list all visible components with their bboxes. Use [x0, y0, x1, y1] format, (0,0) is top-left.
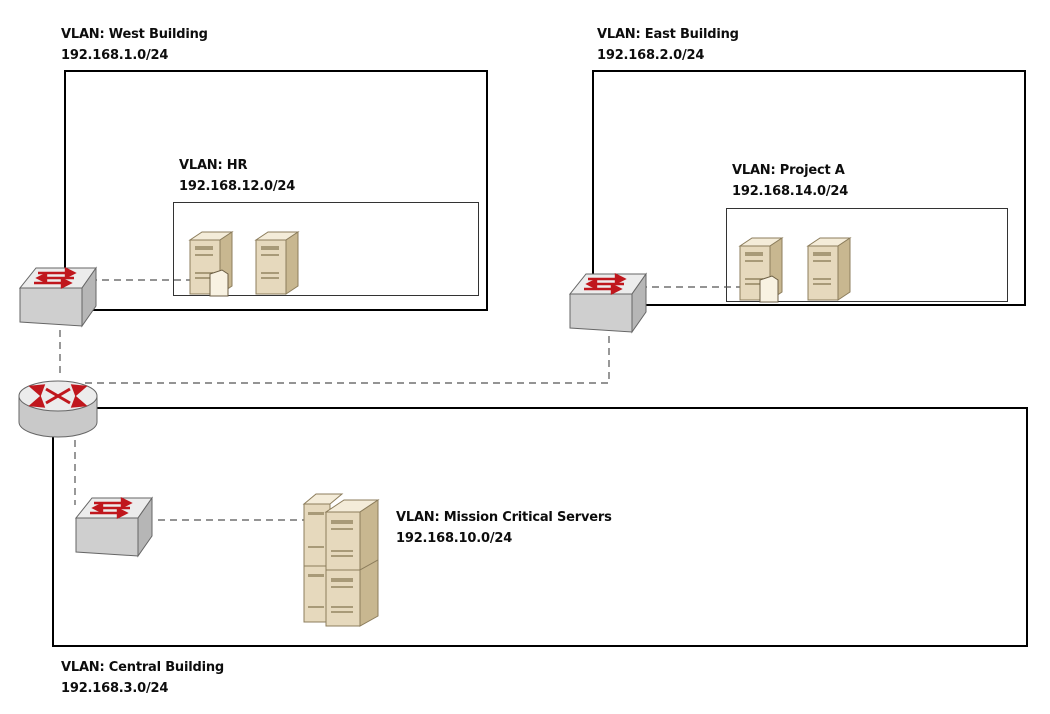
vlan-mission-critical-subnet: 192.168.10.0/24 [396, 531, 513, 546]
router-icon[interactable] [16, 374, 100, 446]
vlan-west-building-label: VLAN: West Building 192.168.1.0/24 [61, 24, 208, 66]
vlan-hr-name: VLAN: HR [179, 158, 248, 173]
vlan-hr-subnet: 192.168.12.0/24 [179, 179, 296, 194]
vlan-mission-critical-label: VLAN: Mission Critical Servers 192.168.1… [396, 507, 612, 549]
vlan-west-building-name: VLAN: West Building [61, 27, 208, 42]
vlan-hr-label: VLAN: HR 192.168.12.0/24 [179, 155, 295, 197]
project-a-server-1-icon[interactable] [736, 236, 786, 304]
vlan-project-a-subnet: 192.168.14.0/24 [732, 184, 849, 199]
vlan-east-building-label: VLAN: East Building 192.168.2.0/24 [597, 24, 739, 66]
vlan-west-building-box [64, 70, 488, 311]
hr-server-2-icon[interactable] [252, 230, 302, 298]
hr-server-1-icon[interactable] [186, 230, 236, 298]
central-switch-icon[interactable] [72, 496, 156, 562]
vlan-east-building-box [592, 70, 1026, 306]
vlan-west-building-subnet: 192.168.1.0/24 [61, 48, 169, 63]
vlan-central-building-subnet: 192.168.3.0/24 [61, 681, 169, 696]
vlan-mission-critical-name: VLAN: Mission Critical Servers [396, 510, 612, 525]
link-router-east-switch [85, 330, 610, 384]
vlan-east-building-subnet: 192.168.2.0/24 [597, 48, 705, 63]
vlan-project-a-box [726, 208, 1008, 302]
vlan-hr-box [173, 202, 479, 296]
vlan-project-a-name: VLAN: Project A [732, 163, 845, 178]
vlan-central-building-name: VLAN: Central Building [61, 660, 225, 675]
vlan-east-building-name: VLAN: East Building [597, 27, 739, 42]
mission-critical-servers-icon[interactable] [300, 490, 390, 630]
east-switch-icon[interactable] [566, 272, 650, 338]
project-a-server-2-icon[interactable] [804, 236, 854, 304]
vlan-central-building-label: VLAN: Central Building 192.168.3.0/24 [61, 657, 224, 699]
vlan-central-building-box [52, 407, 1028, 647]
vlan-project-a-label: VLAN: Project A 192.168.14.0/24 [732, 160, 848, 202]
west-switch-icon[interactable] [16, 266, 100, 332]
